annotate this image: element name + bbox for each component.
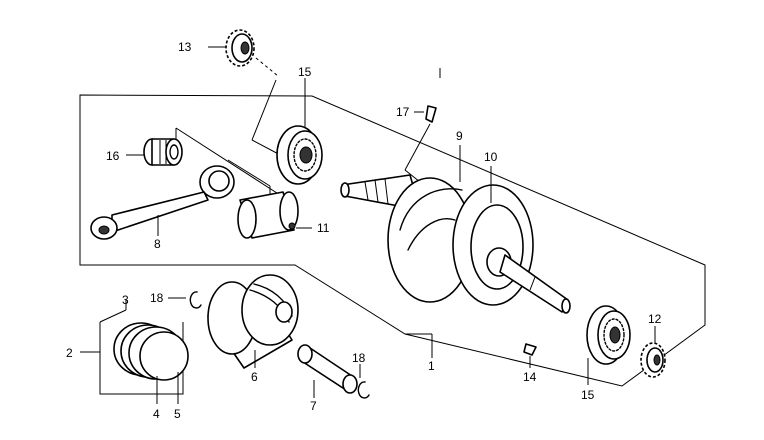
- piston-rings-set[interactable]: [80, 300, 189, 404]
- label-10: 10: [484, 150, 498, 164]
- timing-gear-12[interactable]: [640, 326, 666, 378]
- label-15-upper: 15: [298, 65, 312, 79]
- part-labels: 13 15 16 17 9 10 11 8 18 3 2 4 5 6 7 18 …: [66, 40, 662, 421]
- label-7: 7: [310, 399, 317, 413]
- label-18-lower: 18: [352, 351, 366, 365]
- label-5: 5: [174, 407, 181, 421]
- label-6: 6: [251, 370, 258, 384]
- connecting-rod-8[interactable]: [90, 159, 271, 240]
- crankshaft-assembly[interactable]: [340, 145, 571, 314]
- key-14[interactable]: [523, 343, 537, 368]
- label-11: 11: [317, 221, 330, 235]
- needle-bearing-16[interactable]: [126, 127, 281, 196]
- label-16: 16: [106, 149, 120, 163]
- label-1: 1: [428, 359, 435, 373]
- circlip-18-lower[interactable]: [357, 364, 370, 399]
- label-14: 14: [523, 370, 537, 384]
- piston-pin-7[interactable]: [297, 344, 358, 398]
- piston-6[interactable]: [207, 274, 299, 369]
- assembly-outline: [79, 68, 706, 387]
- label-15-lower: 15: [581, 388, 595, 402]
- crank-pin-11[interactable]: [237, 191, 312, 239]
- label-13: 13: [178, 40, 192, 54]
- label-4: 4: [153, 407, 160, 421]
- bearing-15-lower[interactable]: [586, 305, 631, 385]
- bearing-15-upper[interactable]: [251, 78, 323, 185]
- label-12: 12: [648, 312, 662, 326]
- drive-gear-13[interactable]: [208, 29, 279, 77]
- label-18-upper: 18: [150, 291, 164, 305]
- circlip-18-upper[interactable]: [168, 291, 202, 309]
- label-2: 2: [66, 346, 73, 360]
- label-17: 17: [396, 105, 410, 119]
- label-3: 3: [122, 293, 129, 307]
- label-9: 9: [456, 129, 463, 143]
- label-8: 8: [154, 237, 161, 251]
